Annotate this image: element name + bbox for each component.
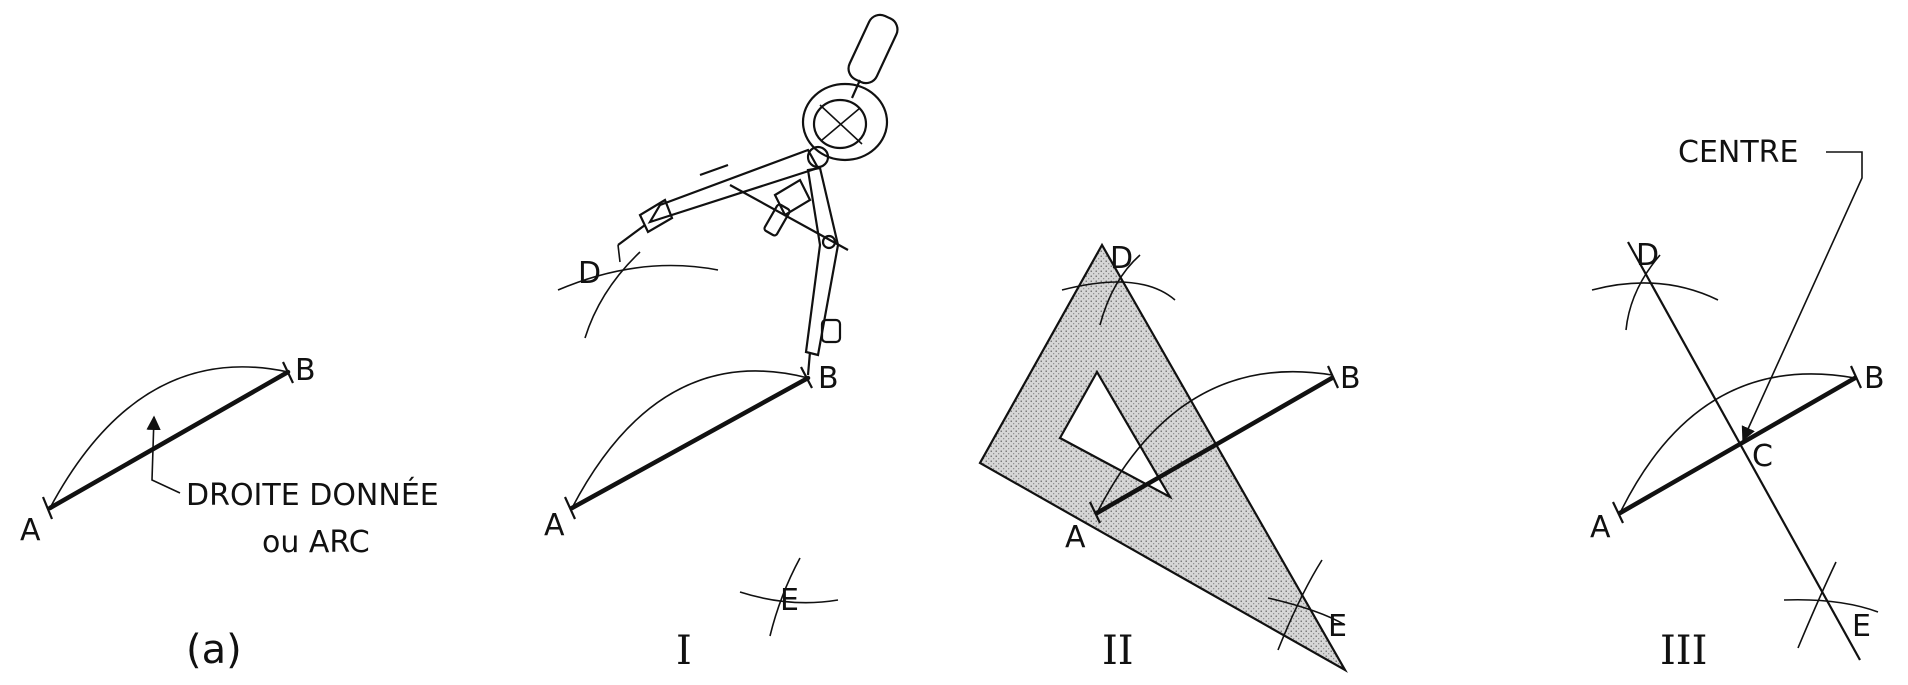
arc-e	[1783, 598, 1879, 613]
compass-icon	[617, 13, 899, 376]
label-d: D	[1636, 238, 1659, 273]
arc-ab	[571, 370, 809, 509]
arc-d	[1061, 281, 1176, 301]
note-line2: ou ARC	[262, 525, 370, 560]
arc-d	[557, 264, 719, 291]
label-b: B	[818, 361, 839, 396]
arc-e	[739, 591, 839, 604]
label-a: A	[20, 513, 41, 548]
label-d: D	[578, 256, 601, 291]
arc-d-cross	[584, 251, 641, 339]
note-line1: DROITE DONNÉE	[186, 477, 439, 513]
arc-d-cross	[1625, 254, 1661, 331]
tick-b	[1849, 365, 1863, 389]
arc-e	[1267, 597, 1346, 626]
line-ab	[1094, 375, 1335, 516]
panel-i: A B D E I	[544, 13, 899, 674]
centre-label: CENTRE	[1678, 135, 1798, 170]
set-square	[978, 242, 1348, 673]
arc-d-cross	[1099, 254, 1141, 326]
caption-i: I	[676, 628, 692, 674]
arc-ab	[1096, 370, 1333, 514]
panel-ii: A B D E II	[978, 241, 1361, 674]
label-c: C	[1752, 439, 1773, 474]
tick-a	[1612, 501, 1624, 524]
arc-ab	[49, 366, 289, 509]
panel-iii: CENTRE A B C D E III	[1590, 135, 1885, 674]
line-ab	[1617, 375, 1858, 516]
bisector-line	[1627, 241, 1861, 661]
tick-b	[282, 361, 294, 384]
label-a: A	[1590, 510, 1611, 545]
label-d: D	[1110, 241, 1133, 276]
label-b: B	[1340, 361, 1361, 396]
arc-e-cross	[1277, 559, 1323, 651]
tick-b	[800, 366, 813, 389]
tick-b	[1326, 365, 1340, 389]
tick-a	[41, 496, 54, 520]
caption-a: (a)	[186, 627, 242, 673]
arc-e-cross	[769, 557, 801, 637]
arc-e-cross	[1797, 561, 1837, 649]
label-e: E	[1328, 609, 1347, 644]
label-e: E	[1852, 609, 1871, 644]
centre-leader	[1741, 151, 1863, 442]
caption-ii: II	[1102, 628, 1134, 674]
label-b: B	[1864, 361, 1885, 396]
arc-ab	[1619, 373, 1856, 514]
panel-a: A B DROITE DONNÉE ou ARC (a)	[20, 353, 439, 673]
tick-a	[563, 496, 577, 520]
line-ab	[47, 369, 291, 511]
label-a: A	[1065, 520, 1086, 555]
caption-iii: III	[1660, 628, 1707, 674]
tick-a	[1089, 501, 1101, 524]
leader-arrow	[146, 415, 181, 494]
label-b: B	[295, 353, 316, 388]
label-a: A	[544, 508, 565, 543]
arc-d	[1591, 282, 1719, 301]
line-ab	[569, 375, 811, 511]
label-e: E	[780, 583, 799, 618]
